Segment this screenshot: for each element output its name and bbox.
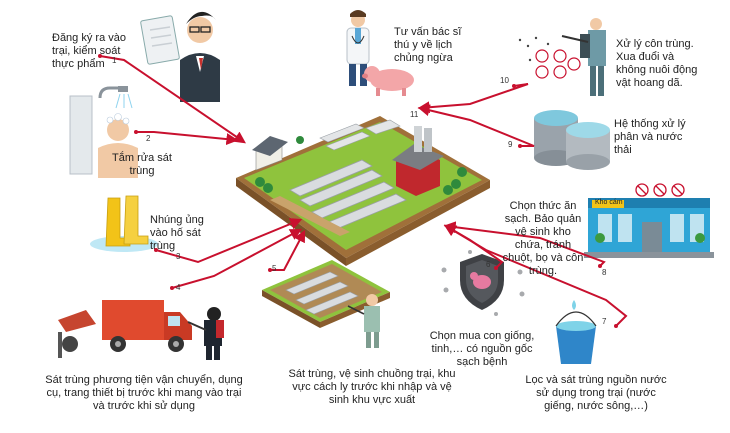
step-number-10: 10 (500, 76, 509, 85)
barn-disinfection-illustration (262, 260, 390, 348)
step-label-3: Nhúng ủng vào hố sát trùng (150, 214, 204, 252)
step-label-8: Chọn thức ăn sạch. Bảo quản vệ sinh kho … (502, 200, 584, 277)
step-label-1: Đăng ký ra vào trại, kiểm soát thực phẩm (52, 32, 126, 70)
step-number-7: 7 (602, 317, 607, 326)
shield-breeding-icon (441, 250, 525, 316)
step-label-11: Tư vấn bác sĩ thú y về lịch chủng ngừa (394, 26, 462, 64)
step-number-9: 9 (508, 140, 513, 149)
step-number-4: 4 (176, 283, 181, 292)
step-label-6: Chọn mua con giống, tinh,… có nguồn gốc … (429, 330, 535, 368)
feed-store-illustration (584, 183, 714, 258)
store-sign: Kho cám (595, 199, 623, 206)
step-number-3: 3 (176, 252, 181, 261)
pig-icon (362, 66, 414, 96)
step-label-10: Xử lý côn trùng. Xua đuổi và không nuôi … (616, 38, 698, 89)
process-arrows (99, 55, 628, 327)
step-number-1: 1 (112, 56, 117, 65)
shower-illustration (69, 86, 138, 178)
step-number-5: 5 (272, 264, 277, 273)
step-label-4: Sát trùng phương tiện vận chuyển, dụng c… (45, 374, 243, 412)
vehicle-disinfection-illustration (58, 300, 224, 360)
step-label-2: Tắm rửa sát trùng (112, 152, 172, 177)
step-number-2: 2 (146, 134, 151, 143)
waste-water-tanks-illustration (534, 110, 610, 170)
step-label-5: Sát trùng, vệ sinh chuồng trại, khu vực … (288, 368, 456, 406)
step-label-9: Hệ thống xử lý phân và nước thải (614, 118, 686, 156)
inspector-with-clipboard-illustration (140, 11, 220, 102)
pest-control-illustration (518, 18, 606, 96)
step-number-8: 8 (602, 268, 607, 277)
step-number-6: 6 (486, 260, 491, 269)
rubber-boots-illustration (90, 195, 158, 252)
step-label-7: Lọc và sát trùng nguồn nước sử dụng tron… (525, 374, 667, 412)
water-bucket-icon (555, 300, 597, 364)
step-number-11: 11 (410, 110, 419, 119)
